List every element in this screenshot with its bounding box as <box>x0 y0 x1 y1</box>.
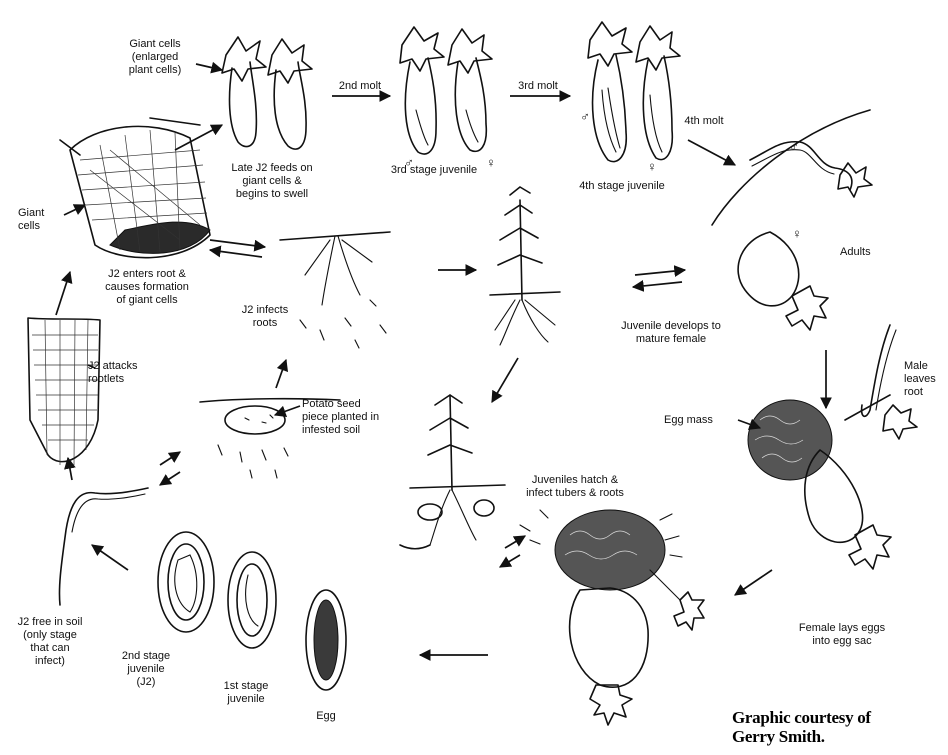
label-3rd-stage-juvenile: 3rd stage juvenile <box>374 164 494 177</box>
fourth-stage-juveniles <box>588 22 680 162</box>
label-male-leaves-root: Male leaves root <box>904 360 948 399</box>
male-symbol-adult: ♂ <box>787 140 801 153</box>
female-laying-eggs <box>520 510 704 725</box>
label-2nd-molt: 2nd molt <box>330 80 390 93</box>
late-j2-swelling <box>222 37 312 149</box>
label-4th-molt: 4th molt <box>680 115 728 128</box>
label-j2-attacks-rootlets: J2 attacks rootlets <box>88 360 168 386</box>
potato-plant-with-tubers <box>400 395 505 549</box>
label-potato-seed: Potato seed piece planted in infested so… <box>302 398 412 437</box>
free-j2-worm <box>59 488 148 605</box>
third-stage-juveniles <box>400 27 492 154</box>
label-female-lays-eggs: Female lays eggs into egg sac <box>772 622 912 648</box>
label-juveniles-hatch: Juveniles hatch & infect tubers & roots <box>500 474 650 500</box>
label-late-j2: Late J2 feeds on giant cells & begins to… <box>216 162 328 201</box>
label-egg-mass: Egg mass <box>664 414 734 427</box>
roots-infected <box>280 232 390 348</box>
label-j2-free-in-soil: J2 free in soil (only stage that can inf… <box>0 616 100 668</box>
adult-male-worm <box>712 110 872 225</box>
female-symbol-4th: ♀ <box>645 160 659 173</box>
label-adults: Adults <box>840 246 900 259</box>
female-symbol-adult: ♀ <box>790 227 804 240</box>
adult-female <box>738 232 828 330</box>
label-giant-cells-enlarged: Giant cells (enlarged plant cells) <box>114 38 196 77</box>
label-4th-stage-juvenile: 4th stage juvenile <box>562 180 682 193</box>
label-2nd-stage-juvenile: 2nd stage juvenile (J2) <box>106 650 186 689</box>
label-j2-enters-root: J2 enters root & causes formation of gia… <box>82 268 212 307</box>
male-symbol-4th: ♂ <box>578 110 592 123</box>
label-giant-cells: Giant cells <box>18 207 66 233</box>
label-1st-stage-juvenile: 1st stage juvenile <box>206 680 286 706</box>
root-tip-rootlets <box>28 318 100 465</box>
label-juvenile-develops: Juvenile develops to mature female <box>596 320 746 346</box>
egg-stages <box>158 532 346 690</box>
label-3rd-molt: 3rd molt <box>508 80 568 93</box>
female-with-egg-mass <box>748 400 891 569</box>
graphic-credit: Graphic courtesy of Gerry Smith. <box>732 708 942 746</box>
root-tip-with-giant-cells <box>60 118 210 258</box>
potato-plant-center <box>490 187 560 345</box>
label-j2-infects-roots: J2 infects roots <box>230 304 300 330</box>
label-egg: Egg <box>296 710 356 723</box>
